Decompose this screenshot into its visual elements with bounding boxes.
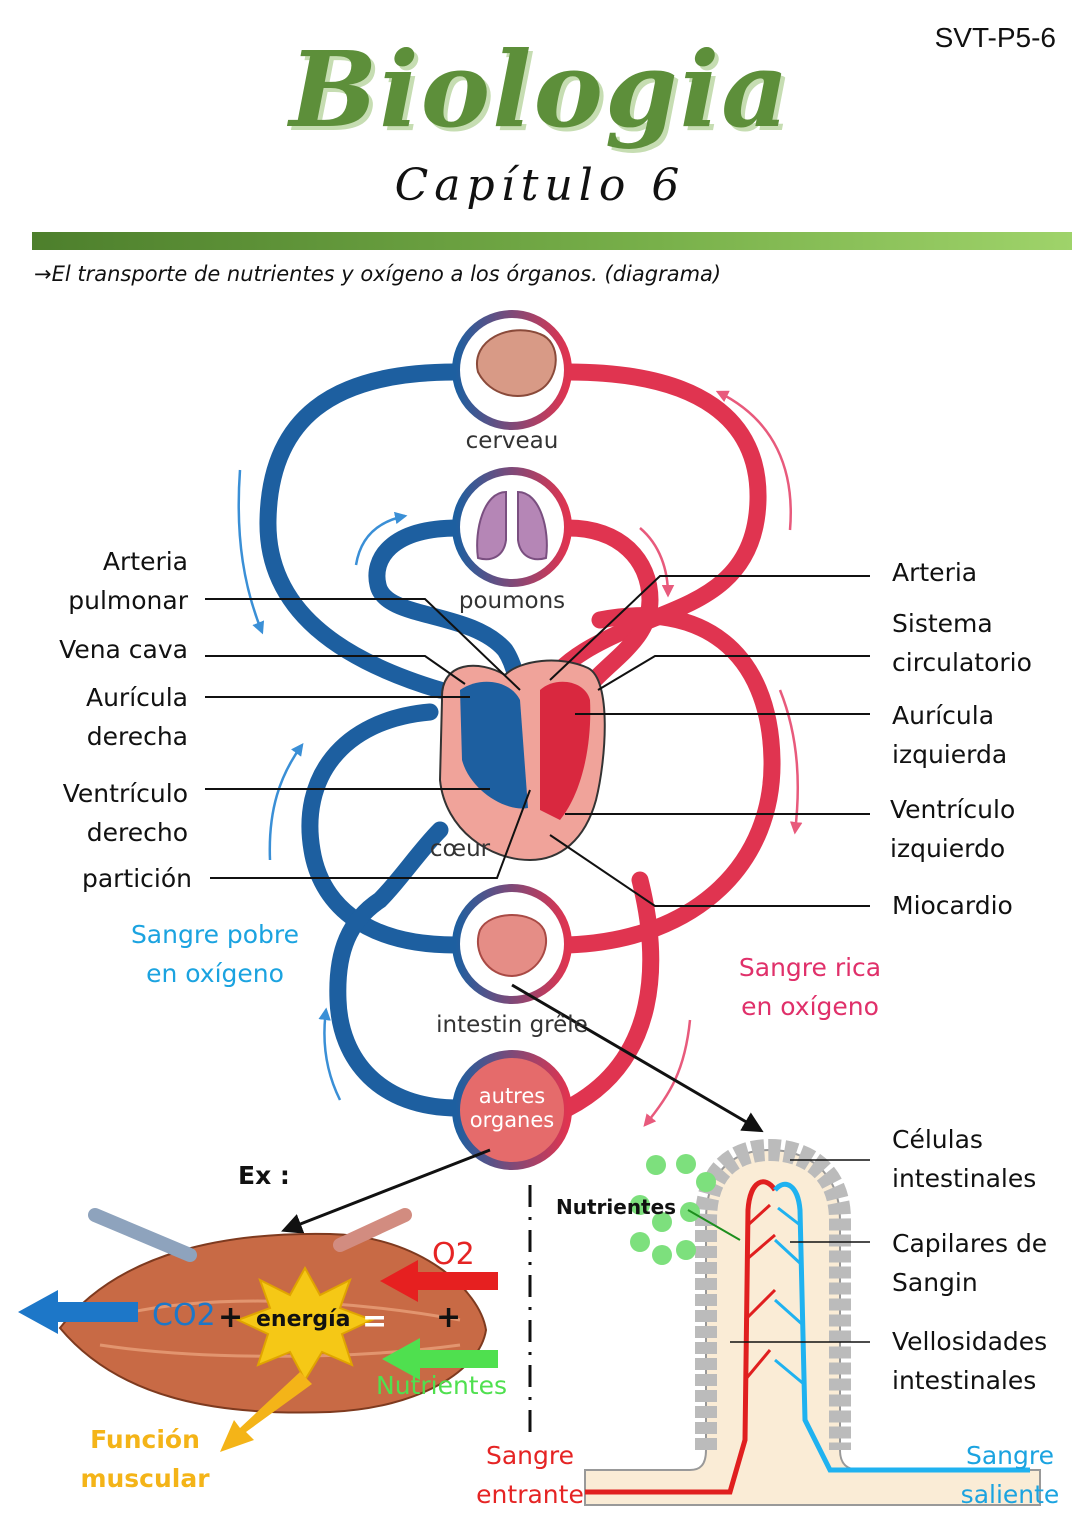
lungs-circle: [452, 467, 572, 587]
intro-text: →El transporte de nutrientes y oxígeno a…: [34, 262, 722, 286]
label-ex: Ex :: [238, 1161, 290, 1190]
venous-vessels: [259, 363, 529, 1117]
o2-arrow: [380, 1260, 498, 1302]
label-o2: O2: [432, 1237, 475, 1272]
other-organs-circle: [452, 1050, 572, 1170]
zoom-arrow-intestine: [511, 983, 764, 1133]
label-plus-2: +: [436, 1300, 462, 1335]
brain-icon: [475, 329, 557, 397]
leader-lines-right: [549, 575, 870, 907]
organ-label-lungs: poumons: [458, 588, 566, 614]
label-nutrientes-villus: Nutrientes: [556, 1195, 677, 1219]
label-energia: energía: [256, 1307, 351, 1332]
function-arrow: [220, 1372, 312, 1452]
label-particion: partición: [81, 864, 192, 893]
label-plus-1: +: [218, 1300, 244, 1335]
page-code: SVT-P5-6: [934, 22, 1056, 53]
label-vena-cava: Vena cava: [59, 635, 188, 664]
page-title: Biologia: [289, 28, 791, 151]
zoom-arrow-muscle: [281, 1148, 491, 1234]
title-divider: [32, 232, 1072, 250]
label-arteria: Arteria: [892, 558, 978, 587]
organ-label-brain: cerveau: [465, 428, 559, 454]
arterial-vessels: [536, 363, 781, 1117]
flow-arrows: [237, 390, 803, 1127]
co2-arrow: [18, 1290, 138, 1334]
label-co2: CO2: [152, 1298, 216, 1333]
label-miocardio: Miocardio: [892, 891, 1013, 920]
heart-illustration: [438, 659, 606, 862]
label-nutrientes-muscle: Nutrientes: [376, 1371, 508, 1400]
organ-circles: [452, 310, 572, 1170]
villus-illustration: [584, 1138, 1041, 1506]
organ-label-intestine: intestin grêle: [436, 1012, 588, 1038]
villus-leader-lines: [730, 1159, 870, 1343]
nutrient-arrow: [382, 1338, 498, 1380]
leader-lines-left: [205, 598, 531, 879]
left-lung-icon: [476, 490, 507, 561]
intestine-icon: [477, 914, 547, 978]
page-subtitle: Capítulo 6: [394, 160, 686, 211]
label-equals: =: [362, 1304, 388, 1339]
right-lung-icon: [517, 490, 548, 561]
organ-label-heart: cœur: [429, 836, 491, 862]
